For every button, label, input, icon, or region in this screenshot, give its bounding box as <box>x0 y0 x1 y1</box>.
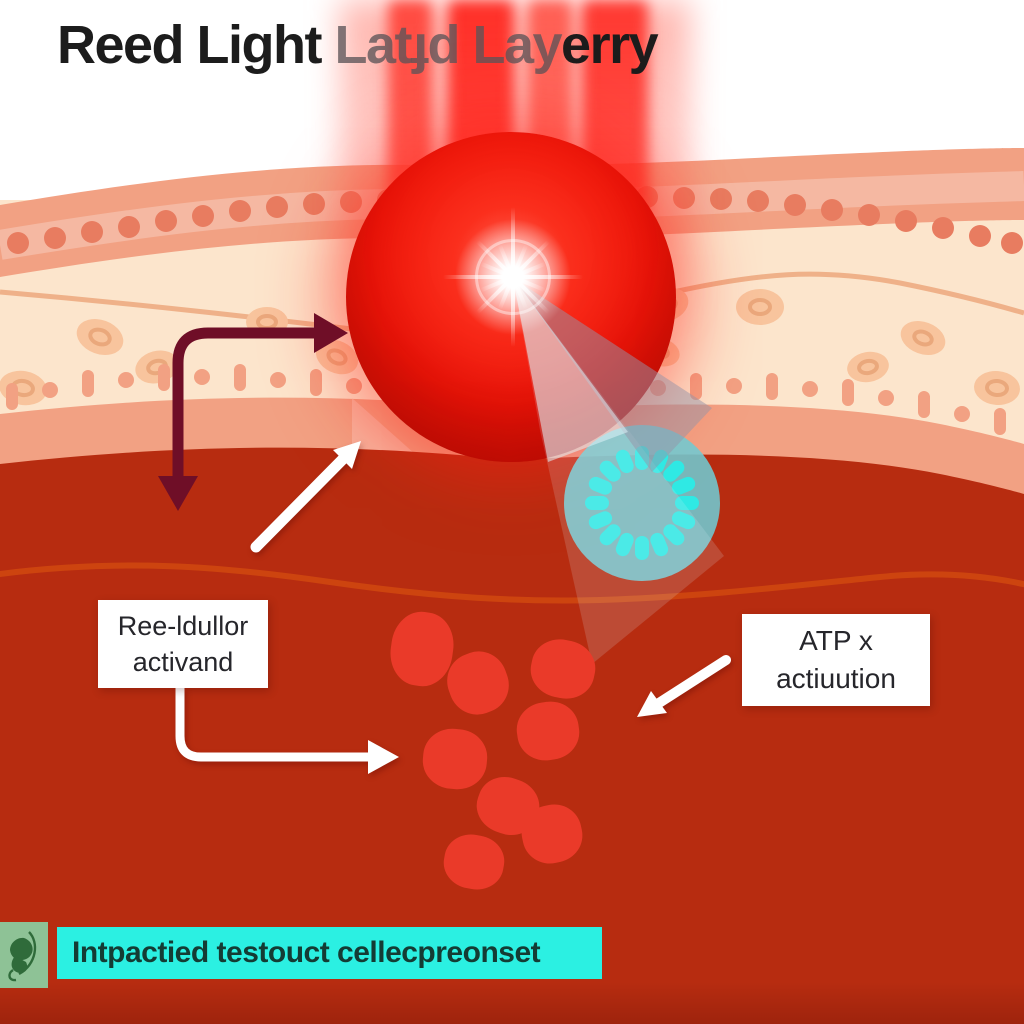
mitochondria-bead <box>585 496 609 510</box>
leaf-icon <box>8 931 37 982</box>
red-light-sphere <box>346 132 676 462</box>
title-part-faded: Latɟd Lay <box>334 15 563 75</box>
receptor-label-line2: activand <box>132 647 234 677</box>
title-part-right: erry <box>561 15 659 75</box>
bottom-shade <box>0 982 1024 1024</box>
caption-text: Intpactied testouct cellecpreonset <box>72 936 541 969</box>
tissue-wave-line <box>0 562 1024 604</box>
mitochondria-bead <box>675 496 699 510</box>
caption-banner: Intpactied testouct cellecpreonset <box>57 927 602 979</box>
label-box-atp: ATP x actiuution <box>742 614 930 706</box>
mitochondria-bead <box>635 446 649 470</box>
label-box-receptor: Ree-ldullor activand <box>98 600 268 688</box>
page-title: Reed Light Latɟd Layerry <box>57 14 659 76</box>
mitochondria-cell-icon <box>564 425 720 581</box>
title-part-left: Reed Light <box>57 15 335 75</box>
receptor-label-line1: Ree-ldullor <box>117 610 249 641</box>
leaf-badge <box>0 922 48 988</box>
hypodermis-blood-layer <box>0 447 1024 1024</box>
atp-label-line2: actiuution <box>776 663 896 694</box>
atp-label-line1: ATP x <box>799 625 873 657</box>
mitochondria-bead <box>635 536 649 560</box>
beam-reflection-highlight <box>352 398 424 462</box>
